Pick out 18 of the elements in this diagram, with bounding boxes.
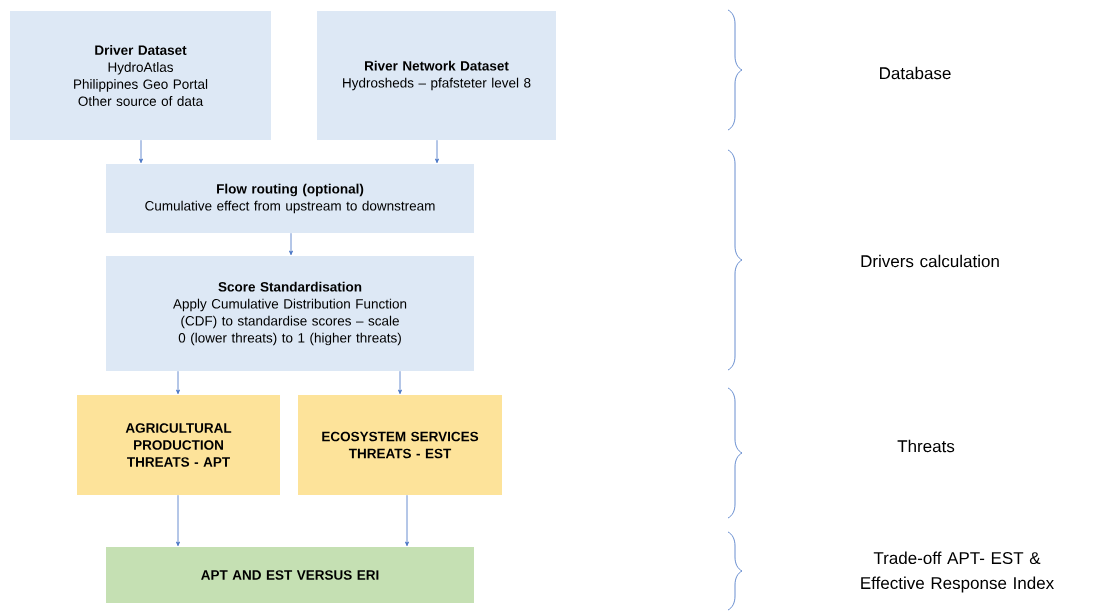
arrow — [398, 370, 402, 395]
section-label: Drivers calculation — [861, 254, 999, 268]
result-box: APT AND EST VERSUS ERI — [106, 547, 474, 603]
section-label: Database — [880, 66, 951, 80]
section-label: Threats — [897, 439, 955, 453]
arrow — [435, 139, 439, 164]
process-box: River Network Dataset Hydrosheds – pfafsteter level 8 — [317, 11, 556, 140]
arrow — [139, 139, 143, 164]
arrow — [176, 370, 180, 395]
process-box: Driver Dataset HydroAtlas Philippines Geo Portal Other source of data — [10, 11, 271, 140]
section-label: Trade-off APT- EST & Effective Response Index — [861, 551, 1054, 593]
arrow — [289, 232, 293, 256]
threat-box: ECOSYSTEM SERVICES THREATS - EST — [298, 395, 502, 495]
threat-box: AGRICULTURAL PRODUCTION THREATS - APT — [77, 395, 280, 495]
arrow — [405, 494, 409, 547]
process-box: Score Standardisation Apply Cumulative Distribution Function (CDF) to standardise scores – scale 0 (lower threats) to 1 (higher threats) — [106, 256, 474, 371]
arrow — [176, 494, 180, 547]
process-box: Flow routing (optional) Cumulative effect from upstream to downstream — [106, 164, 474, 233]
